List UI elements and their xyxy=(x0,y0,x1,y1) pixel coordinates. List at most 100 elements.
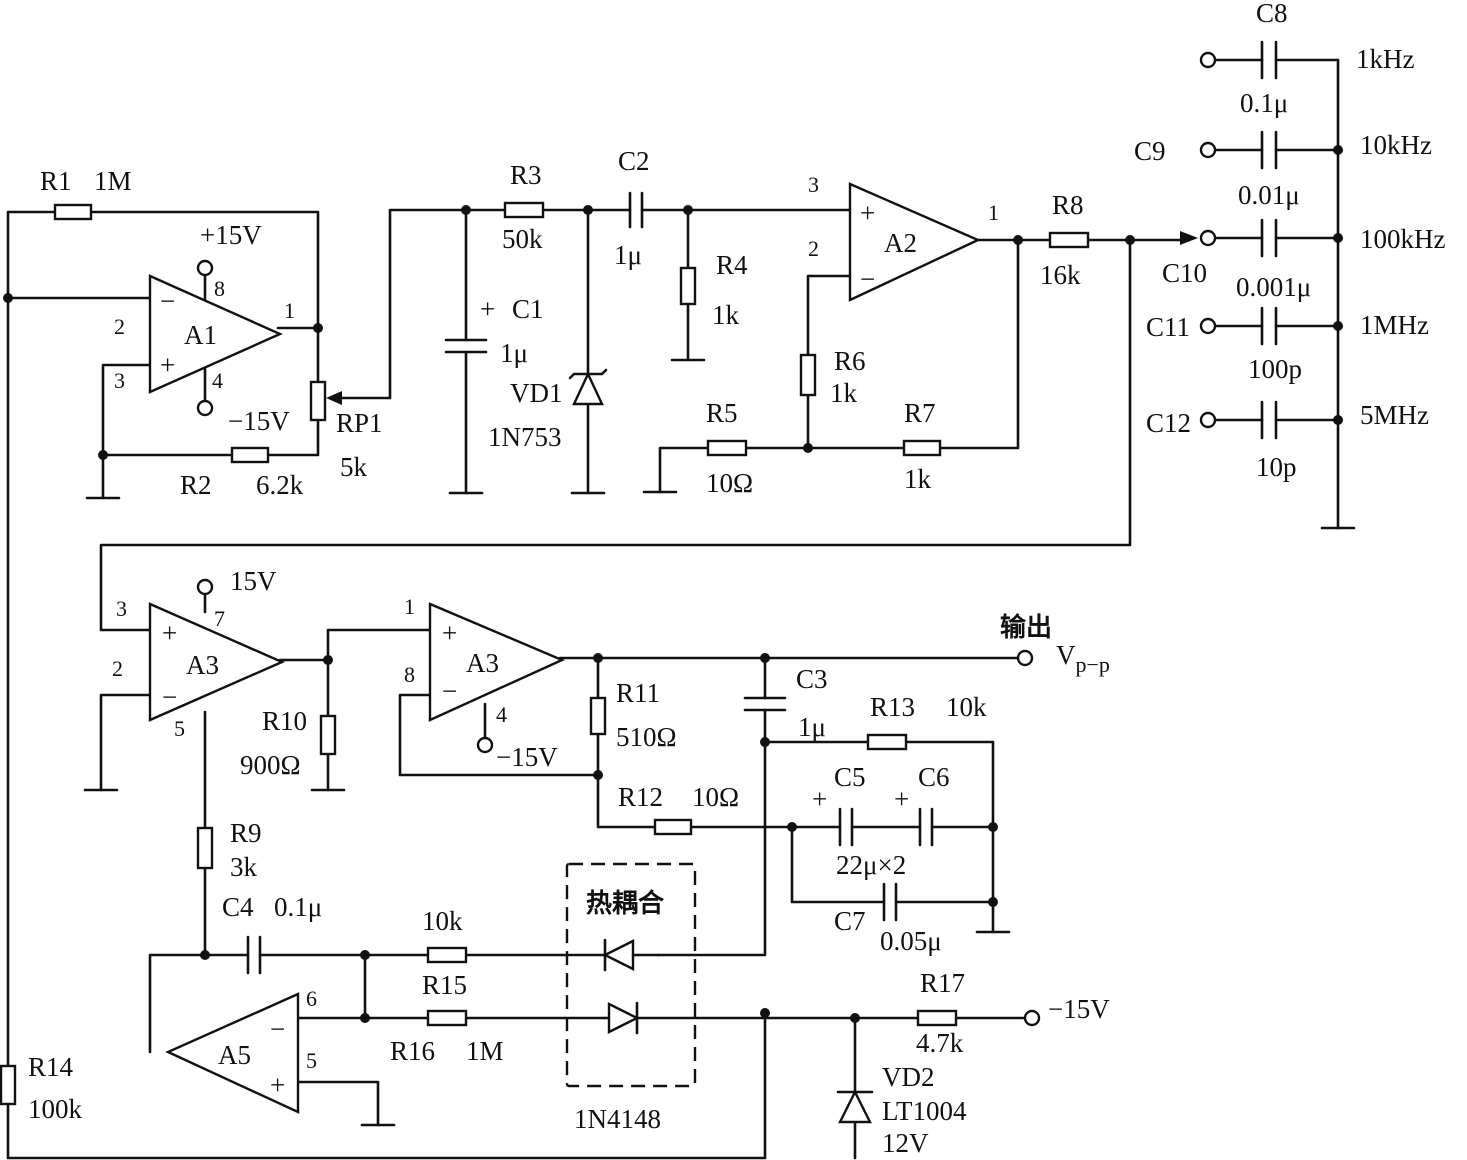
c6-label: C6 xyxy=(918,762,950,792)
r6-resistor xyxy=(799,353,817,397)
c10-terminal xyxy=(1199,229,1217,247)
a1-vpos-label: +15V xyxy=(200,220,262,250)
a5-plus-sign: + xyxy=(270,1070,285,1100)
vd2-part: LT1004 xyxy=(882,1096,967,1126)
r5-label: R5 xyxy=(706,398,738,428)
vd1-zener-diode xyxy=(568,368,608,406)
r2-label: R2 xyxy=(180,470,212,500)
vd2-label: VD2 xyxy=(882,1062,935,1092)
r14-value: 100k xyxy=(28,1094,83,1124)
r5-value: 10Ω xyxy=(706,468,753,498)
r6-label: R6 xyxy=(834,346,866,376)
a3b-vneg-label: −15V xyxy=(496,742,558,772)
c5-c6-value: 22μ×2 xyxy=(836,850,906,880)
c3-label: C3 xyxy=(796,664,828,694)
r8-value: 16k xyxy=(1040,260,1081,290)
r8-label: R8 xyxy=(1052,190,1084,220)
a1-vneg-label: −15V xyxy=(228,406,290,436)
r8-resistor xyxy=(1048,231,1090,249)
vd1-label: VD1 xyxy=(510,378,563,408)
c8-label: C8 xyxy=(1256,0,1288,28)
r10-label: R10 xyxy=(262,706,307,736)
r3-value: 50k xyxy=(502,224,543,254)
c12-freq: 5MHz xyxy=(1360,400,1429,430)
r4-value: 1k xyxy=(712,300,740,330)
c5-plus-sign: + xyxy=(812,784,827,814)
a2-plus-sign: + xyxy=(860,198,875,228)
r9-value: 3k xyxy=(230,852,258,882)
r10-resistor xyxy=(319,714,337,756)
c3-capacitor xyxy=(743,696,787,712)
c12-value: 10p xyxy=(1256,452,1297,482)
c3-value: 1μ xyxy=(798,712,826,742)
r11-resistor xyxy=(589,696,607,736)
neg-supply-terminal xyxy=(1023,1009,1041,1027)
c1-plus-sign: + xyxy=(480,294,495,324)
c10-freq: 100kHz xyxy=(1360,224,1445,254)
r12-resistor xyxy=(653,818,693,836)
labels: R1 1M +15V 8 2 3 1 4 − + A1 −15V R2 6.2k… xyxy=(28,0,1445,1158)
a1-pin8: 8 xyxy=(214,276,225,301)
a5-minus-sign: − xyxy=(270,1014,285,1044)
r2-value: 6.2k xyxy=(256,470,304,500)
a1-minus-sign: − xyxy=(160,286,175,316)
c9-terminal xyxy=(1199,141,1217,159)
r9-resistor xyxy=(196,826,214,870)
r16-label: R16 xyxy=(390,1036,435,1066)
c7-label: C7 xyxy=(834,906,866,936)
a3a-plus-sign: + xyxy=(162,618,177,648)
c2-label: C2 xyxy=(618,146,650,176)
op-amps xyxy=(148,182,981,1114)
c10-input-arrow xyxy=(1180,231,1198,245)
junction-dots xyxy=(3,145,1343,1023)
c11-label: C11 xyxy=(1146,312,1190,342)
a3a-pin7: 7 xyxy=(214,606,225,631)
c6-plus-sign: + xyxy=(894,784,909,814)
c4-value: 0.1μ xyxy=(274,892,322,922)
r11-value: 510Ω xyxy=(616,722,677,752)
a2-opamp xyxy=(848,182,981,302)
rp1-label: RP1 xyxy=(336,408,383,438)
c8-capacitor xyxy=(1260,40,1278,80)
a5-pin6: 6 xyxy=(306,986,317,1011)
c9-value: 0.01μ xyxy=(1238,180,1300,210)
r1-resistor xyxy=(53,203,93,221)
c11-capacitor xyxy=(1260,306,1278,346)
r3-resistor xyxy=(503,201,545,219)
c10-label: C10 xyxy=(1162,258,1207,288)
r16-value: 1M xyxy=(466,1036,504,1066)
a3a-name: A3 xyxy=(186,650,219,680)
vd1-part: 1N753 xyxy=(488,422,562,452)
c1-capacitor xyxy=(444,338,488,354)
r7-resistor xyxy=(902,439,942,457)
a2-pin3: 3 xyxy=(808,172,819,197)
a3a-opamp xyxy=(148,602,285,722)
a1-pin3: 3 xyxy=(114,368,125,393)
a5-opamp xyxy=(165,992,300,1114)
diodes xyxy=(568,368,874,1124)
output-label: 输出 xyxy=(1000,612,1052,643)
r4-resistor xyxy=(679,266,697,306)
a3a-pin2: 2 xyxy=(112,656,123,681)
c12-terminal xyxy=(1199,411,1217,429)
c7-capacitor xyxy=(882,882,898,922)
a1-pin1: 1 xyxy=(284,298,295,323)
a1-vpos-terminal xyxy=(196,259,214,277)
r7-label: R7 xyxy=(904,398,936,428)
c7-value: 0.05μ xyxy=(880,926,942,956)
r1-value: 1M xyxy=(94,166,132,196)
r15-label: R15 xyxy=(422,970,467,1000)
a2-minus-sign: − xyxy=(860,264,875,294)
c2-value: 1μ xyxy=(614,240,642,270)
thermal-coupling-label: 热耦合 xyxy=(586,888,665,919)
r6-value: 1k xyxy=(830,378,858,408)
a3a-pin3: 3 xyxy=(116,596,127,621)
a3a-vpos-terminal xyxy=(196,578,214,596)
a1-pin2: 2 xyxy=(114,314,125,339)
r13-value: 10k xyxy=(946,692,987,722)
r4-label: R4 xyxy=(716,250,748,280)
thermal-coupling-box xyxy=(565,862,697,1088)
a3b-plus-sign: + xyxy=(442,618,457,648)
terminals xyxy=(196,51,1217,1027)
